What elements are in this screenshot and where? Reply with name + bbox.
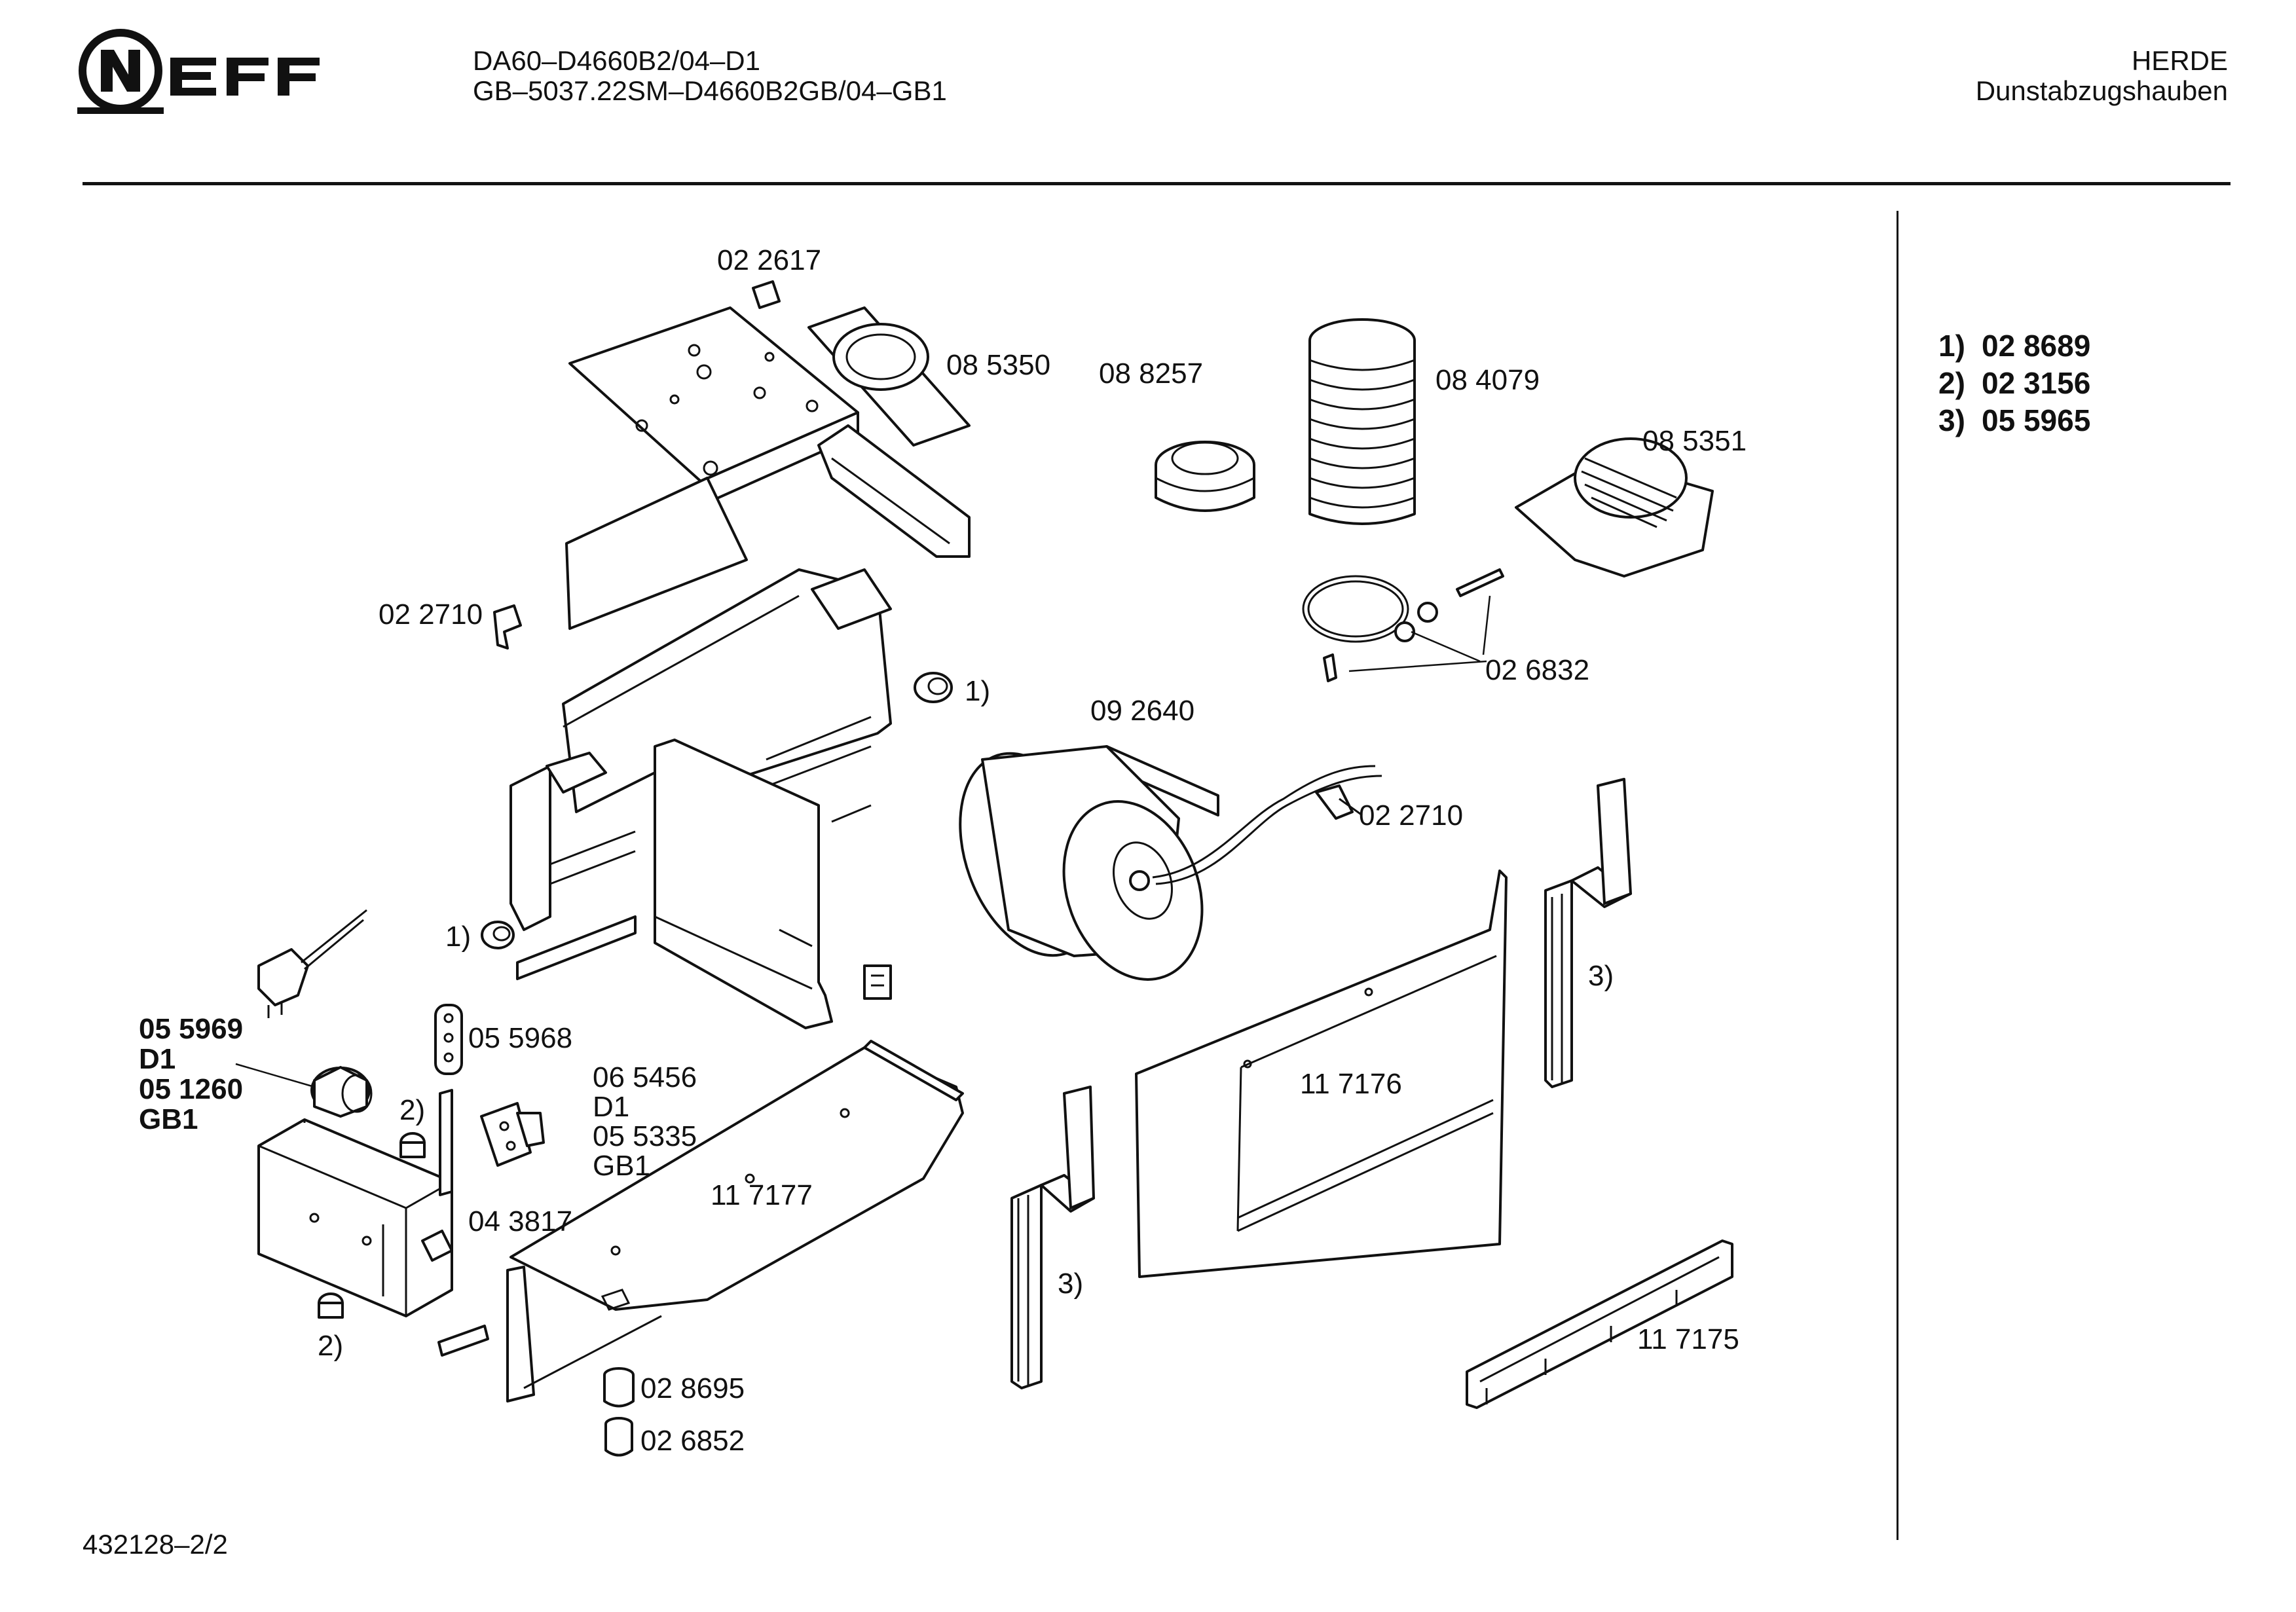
legend-key: 3) (1938, 403, 1965, 437)
legend-key: 1) (1938, 329, 1965, 363)
left-side-panel (509, 745, 872, 980)
label-D1-switch: D1 (593, 1091, 629, 1123)
ref-1-upper: 1) (965, 675, 990, 707)
label-022617: 02 2617 (717, 244, 821, 276)
exploded-parts-diagram: 02 2617 08 5350 08 8257 08 4079 08 5351 … (139, 244, 1747, 1457)
foot-026852 (604, 1417, 633, 1457)
ref-2-upper: 2) (399, 1094, 425, 1126)
label-117176: 11 7176 (1300, 1068, 1402, 1100)
subcategory-title: Dunstabzugshauben (1975, 75, 2228, 106)
model-line-2: GB–5037.22SM–D4660B2GB/04–GB1 (473, 75, 947, 106)
label-028695: 02 8695 (640, 1372, 745, 1404)
label-051260: 05 1260 (139, 1073, 243, 1105)
front-partition (654, 739, 833, 1029)
ref-3-right: 3) (1588, 960, 1614, 992)
category-title: HERDE (2131, 45, 2228, 76)
duct-connector-085350 (807, 306, 971, 447)
label-043817: 04 3817 (468, 1205, 572, 1237)
rail-strip (817, 424, 971, 558)
knob-lower (481, 921, 515, 949)
label-026852: 02 6852 (640, 1425, 745, 1457)
legend-divider (1897, 211, 1898, 1540)
label-065456: 06 5456 (593, 1061, 697, 1093)
fastener-lower (318, 1292, 344, 1319)
neff-logo (77, 29, 320, 114)
mains-plug (257, 909, 367, 1018)
legend-item: 2) 02 3156 (1938, 365, 2090, 402)
lamp-holder (434, 1004, 463, 1075)
fastener-upper (399, 1132, 426, 1158)
document-id: 432128–2/2 (83, 1529, 228, 1560)
label-055968: 05 5968 (468, 1022, 572, 1054)
base-plate-117177 (506, 1040, 964, 1402)
top-mounting-plate (568, 306, 859, 505)
knob-upper (914, 672, 953, 703)
connector-043817 (421, 1230, 453, 1262)
label-117175: 11 7175 (1637, 1323, 1739, 1355)
legend-item: 3) 05 5965 (1938, 402, 2090, 439)
label-088257: 08 8257 (1099, 357, 1203, 390)
footnote-legend: 1) 02 8689 2) 02 3156 3) 05 5965 (1938, 327, 2090, 439)
terminal-block (863, 964, 892, 1000)
label-055335: 05 5335 (593, 1120, 697, 1152)
filter-frame-117175 (1466, 1239, 1733, 1409)
model-line-1: DA60–D4660B2/04–D1 (473, 45, 760, 76)
rear-panel (562, 477, 892, 813)
label-022710-left: 02 2710 (379, 598, 483, 631)
legend-value: 02 8689 (1982, 329, 2091, 363)
trim-profile-right (1544, 778, 1632, 1088)
label-GB1-switch: GB1 (593, 1150, 650, 1182)
flexible-duct-084079 (1308, 318, 1416, 525)
legend-value: 02 3156 (1982, 366, 2091, 400)
label-026832: 02 6832 (1485, 654, 1589, 686)
legend-key: 2) (1938, 366, 1965, 400)
base-strip (437, 1325, 489, 1357)
label-085350: 08 5350 (946, 349, 1050, 381)
louvred-flange-085351 (1515, 437, 1714, 577)
label-022710-right: 02 2710 (1359, 799, 1463, 832)
legend-value: 05 5965 (1982, 403, 2091, 437)
label-055969: 05 5969 (139, 1013, 243, 1045)
fan-blower (959, 745, 1382, 981)
hose-clamp (1302, 568, 1504, 682)
clip-022710-right (1315, 784, 1363, 820)
ref-2-lower: 2) (318, 1330, 343, 1362)
clip-022617 (752, 280, 781, 309)
legend-item: 1) 02 8689 (1938, 327, 2090, 365)
header-divider (83, 182, 2231, 185)
reducer-088257 (1155, 441, 1255, 512)
ref-3-left: 3) (1058, 1268, 1083, 1300)
bracket-strip (439, 1089, 453, 1196)
label-D1-capacitor: D1 (139, 1043, 176, 1075)
ref-1-lower: 1) (445, 921, 471, 953)
trim-profile-left (1010, 1086, 1095, 1389)
label-085351: 08 5351 (1642, 425, 1747, 457)
control-housing (257, 1118, 453, 1317)
clip-022710-left (493, 604, 522, 650)
capacitor (310, 1066, 373, 1118)
foot-028695 (603, 1367, 635, 1408)
leader-lines (235, 595, 1491, 1088)
label-084079: 08 4079 (1435, 364, 1540, 396)
switch-065456 (480, 1102, 545, 1167)
front-panel-117176 (1135, 870, 1508, 1278)
label-117177: 11 7177 (711, 1179, 813, 1211)
label-GB1-capacitor: GB1 (139, 1103, 198, 1135)
label-092640: 09 2640 (1090, 695, 1194, 727)
